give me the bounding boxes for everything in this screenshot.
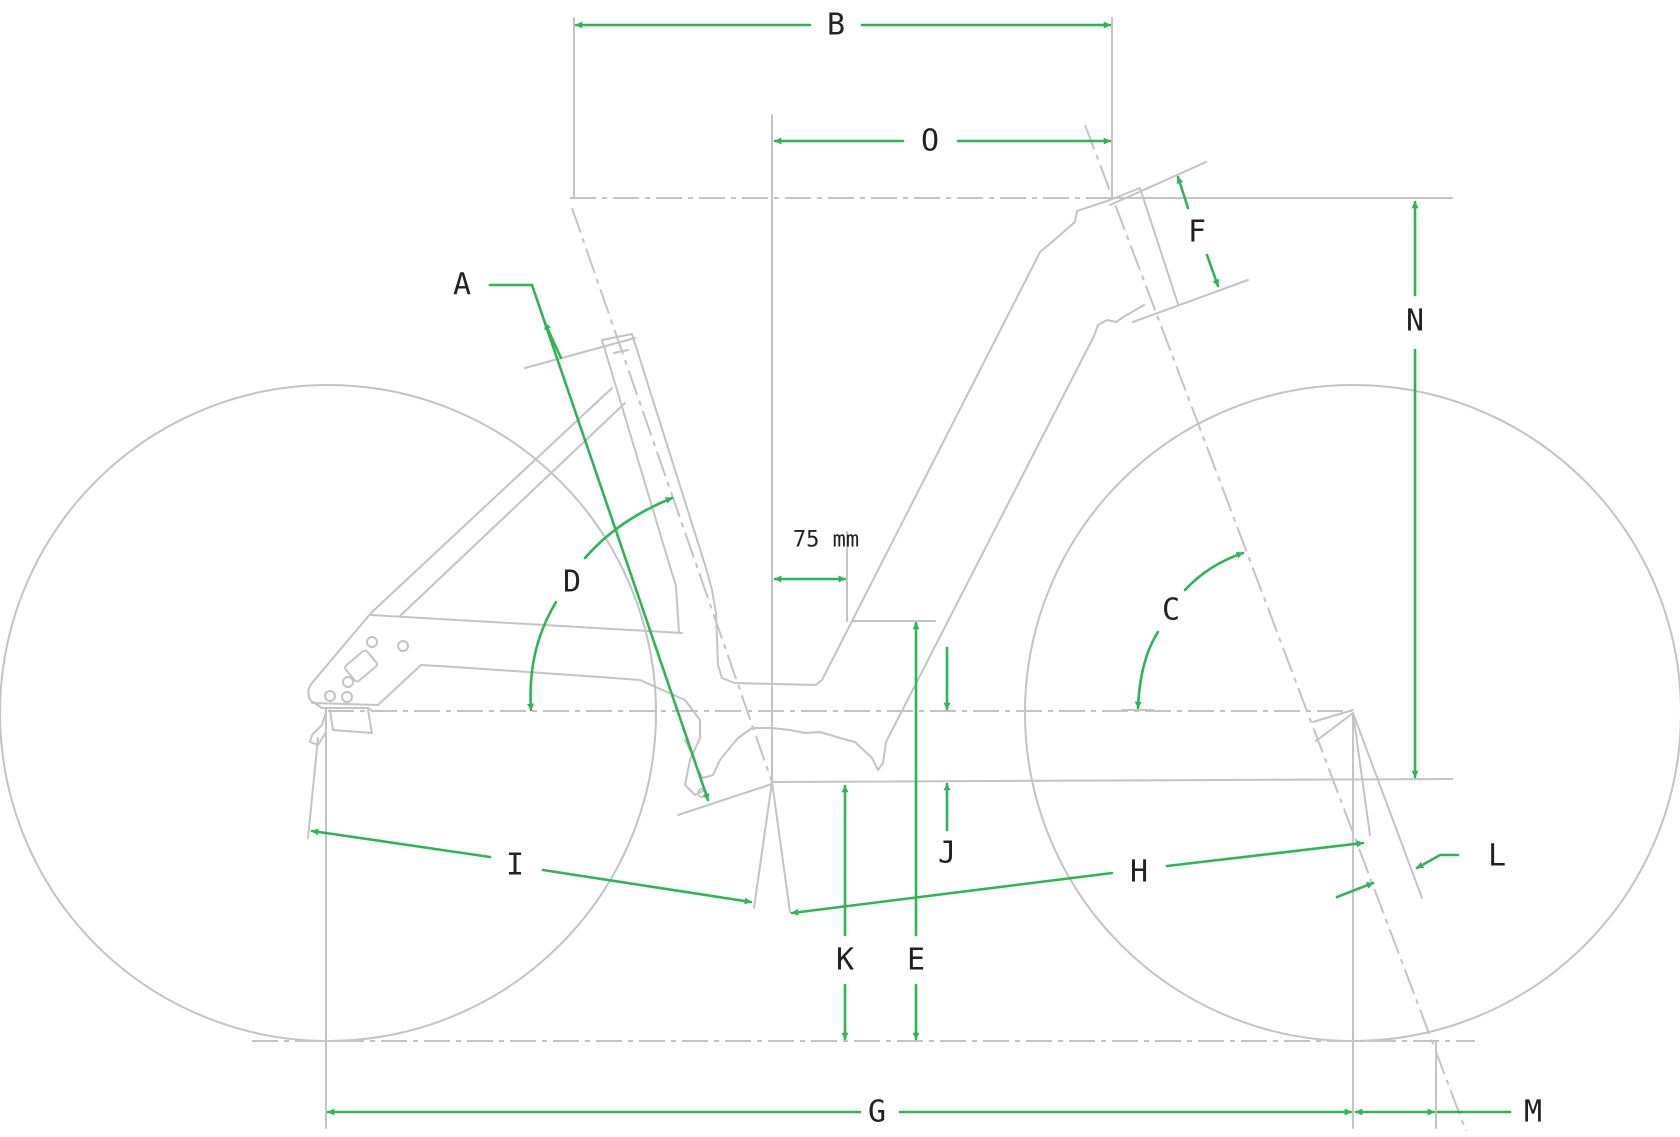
dim-i-right	[541, 868, 753, 905]
dim-l-leader	[1415, 853, 1460, 870]
label-h: H	[1130, 855, 1148, 890]
bolt-3	[342, 676, 354, 688]
derailleur-hanger	[309, 711, 327, 746]
dim-a-leader	[488, 283, 710, 802]
bolt-5	[341, 691, 353, 703]
label-75mm: 75 mm	[793, 528, 859, 553]
down-tube-lower	[684, 304, 1145, 779]
dimensions	[310, 21, 1512, 1116]
label-b: B	[827, 8, 845, 43]
seat-angle-ref	[524, 337, 636, 369]
dim-h-right	[1165, 840, 1365, 868]
dim-d-upper	[583, 496, 674, 560]
dim-h-left	[790, 871, 1114, 916]
seat-tube-rear	[601, 339, 680, 634]
top-tube-down-tube	[717, 210, 1078, 686]
label-a: A	[453, 268, 471, 303]
dim-a-top	[543, 321, 563, 360]
head-tube-top-ref	[1109, 161, 1207, 206]
label-l: L	[1488, 839, 1506, 874]
head-tube-bottom-ref	[1132, 279, 1249, 323]
dim-c-lower	[1134, 630, 1160, 710]
seat-collar	[613, 349, 629, 354]
label-i: I	[506, 848, 524, 883]
dropout-hanger	[329, 709, 373, 734]
rear-wheel	[0, 384, 657, 1042]
bolt-2	[397, 640, 409, 652]
dimension-labels: A B C D E F G H I J K L M N O 75 mm	[453, 8, 1542, 1130]
head-tube	[1076, 187, 1179, 305]
bb-line	[771, 778, 1453, 783]
label-k: K	[836, 943, 854, 978]
crank-left	[753, 781, 791, 913]
bolt-1	[366, 636, 378, 648]
label-f: F	[1188, 215, 1206, 250]
dim-l-left	[1335, 881, 1375, 899]
dim-d-lower	[527, 600, 558, 712]
label-d: D	[563, 565, 581, 600]
label-e: E	[907, 943, 925, 978]
front-axle-offset-line	[1312, 709, 1354, 723]
dropout	[307, 682, 372, 711]
steering-axis	[1084, 124, 1467, 1132]
chain-stay-top	[370, 614, 683, 634]
bike-frame	[307, 187, 1423, 913]
bolt-4	[324, 690, 336, 702]
dim-f-up	[1176, 175, 1190, 210]
reference-lines	[252, 17, 1475, 1132]
dim-i-left	[310, 828, 492, 859]
dim-c-upper	[1183, 551, 1245, 592]
seat-stay-inner	[399, 402, 626, 617]
chain-stay-lower	[311, 664, 706, 796]
chainring-line	[677, 783, 773, 816]
label-n: N	[1406, 304, 1424, 339]
label-c: C	[1162, 593, 1180, 628]
label-j: J	[938, 836, 956, 871]
seat-stay-outer	[311, 387, 613, 684]
dim-f-down	[1205, 253, 1220, 288]
seat-tube-axis	[571, 207, 773, 783]
seat-tube-front	[601, 333, 719, 666]
dropout-window	[344, 649, 378, 683]
fork	[1315, 712, 1423, 899]
label-g: G	[868, 1095, 886, 1130]
label-m: M	[1524, 1095, 1542, 1130]
label-o: O	[921, 124, 939, 159]
rear-drop-line	[307, 737, 319, 839]
